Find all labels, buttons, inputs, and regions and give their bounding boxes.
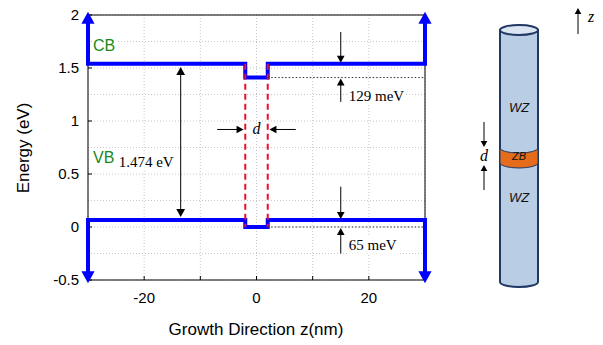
tick xyxy=(256,276,257,280)
thickness-arrow xyxy=(484,122,485,142)
tick-label: 0 xyxy=(251,290,261,307)
tick xyxy=(88,121,92,122)
width-arrow-head xyxy=(237,126,244,134)
width-arrow xyxy=(275,129,296,130)
zb-segment xyxy=(500,148,538,168)
nanowire-top xyxy=(500,25,538,35)
offset-arrow-head xyxy=(337,212,345,219)
axis-arrow-head xyxy=(575,8,582,14)
band-name: VB xyxy=(92,149,115,167)
tick-label: -0.5 xyxy=(52,272,80,289)
tick-label: 0.5 xyxy=(57,166,80,183)
width-arrow xyxy=(217,129,238,130)
reference-line xyxy=(268,227,425,228)
interface-line xyxy=(244,64,246,227)
offset-arrow xyxy=(340,187,341,214)
gap-arrow-head xyxy=(176,67,185,75)
offset-value: 129 meV xyxy=(348,87,405,104)
tick-label: 2 xyxy=(70,7,80,24)
band-arrow xyxy=(418,271,431,283)
grid-line xyxy=(88,41,425,42)
axis-title: Growth Direction z(nm) xyxy=(168,321,345,340)
band-gap-value: 1.474 eV xyxy=(118,154,175,171)
segment-name: WZ xyxy=(509,101,529,114)
axis-arrow xyxy=(578,13,579,34)
tick-label: 20 xyxy=(359,290,378,307)
gap-arrow-head xyxy=(176,209,185,217)
thickness-arrow-head xyxy=(481,141,488,147)
axis-title: Energy (eV) xyxy=(15,102,34,195)
offset-value: 65 meV xyxy=(348,237,398,254)
offset-arrow-head xyxy=(337,56,345,63)
offset-arrow xyxy=(340,234,341,254)
grid-line xyxy=(88,147,425,148)
thickness-arrow-head xyxy=(481,165,488,171)
zb-segment-label: ZB xyxy=(500,149,538,163)
tick-label: 0 xyxy=(70,219,80,236)
tick-label: 1.5 xyxy=(57,60,80,77)
tick xyxy=(144,276,145,280)
gap-arrow xyxy=(180,73,181,142)
conduction-band xyxy=(88,22,425,77)
tick-label: 1 xyxy=(70,113,80,130)
gap-arrow xyxy=(180,142,181,210)
axis-name: z xyxy=(587,8,595,26)
segment-name: ZB xyxy=(512,151,526,162)
tick-label: -20 xyxy=(132,290,156,307)
tick xyxy=(200,276,201,280)
band-name: CB xyxy=(92,37,116,55)
width-symbol: d xyxy=(479,147,489,165)
grid-line xyxy=(88,68,425,69)
valence-band xyxy=(88,220,425,272)
offset-arrow-head xyxy=(337,228,345,235)
axes-box xyxy=(88,15,425,280)
band-arrow xyxy=(81,271,94,283)
wz-segment-label: WZ xyxy=(500,92,538,122)
band-arrow xyxy=(418,12,431,24)
offset-arrow xyxy=(340,84,341,102)
segment-name: WZ xyxy=(509,191,529,204)
offset-arrow xyxy=(340,32,341,57)
tick xyxy=(88,174,92,175)
thickness-arrow xyxy=(484,170,485,190)
tick xyxy=(368,276,369,280)
interface-line xyxy=(267,64,269,227)
grid-line xyxy=(88,200,425,201)
wz-segment-label: WZ xyxy=(500,182,538,212)
band-arrow xyxy=(81,12,94,24)
width-arrow-head xyxy=(269,126,276,134)
grid-line xyxy=(88,174,425,175)
reference-line xyxy=(268,77,425,78)
tick xyxy=(88,68,92,69)
width-symbol: d xyxy=(252,121,262,139)
tick xyxy=(312,276,313,280)
nanowire-body xyxy=(500,30,538,287)
offset-arrow-head xyxy=(337,79,345,86)
grid-line xyxy=(144,15,145,280)
